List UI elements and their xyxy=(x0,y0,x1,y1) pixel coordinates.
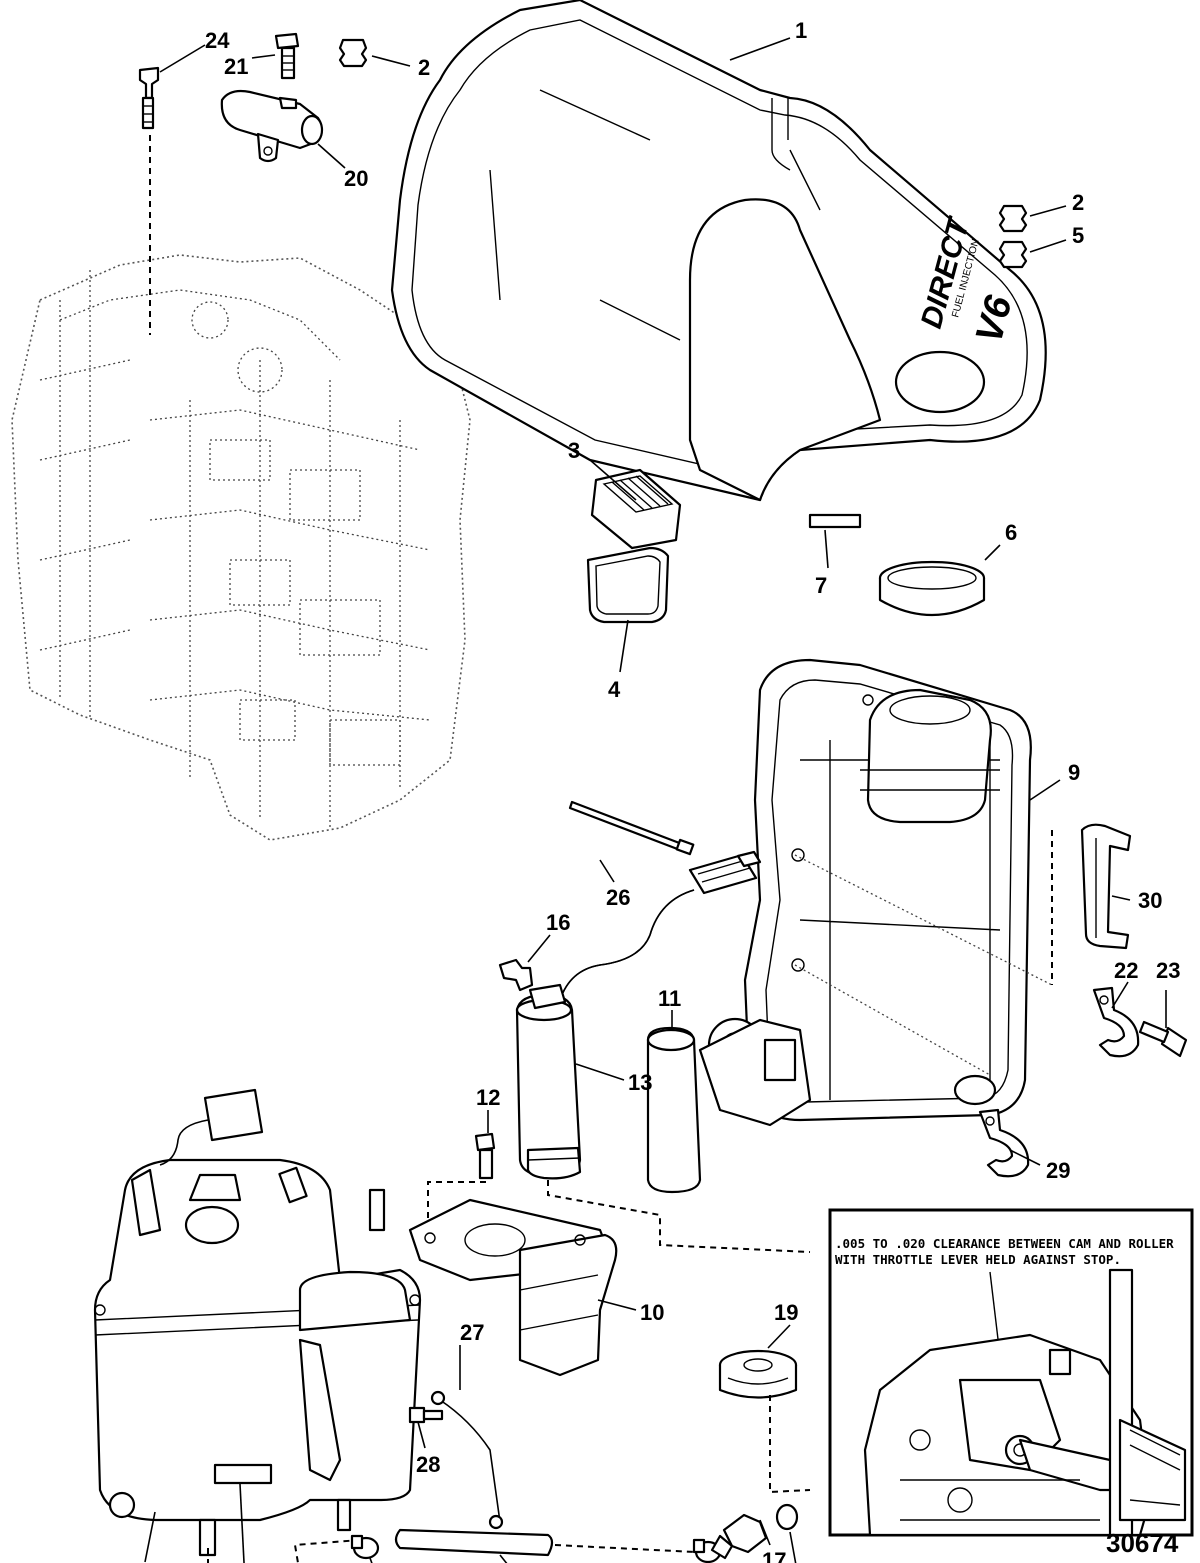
vapor-separator-8 xyxy=(93,1088,422,1557)
callout-7: 7 xyxy=(815,573,827,598)
fitting-16 xyxy=(498,958,534,992)
callout-3: 3 xyxy=(568,438,580,463)
bracket-30 xyxy=(1080,823,1132,950)
callout-30: 30 xyxy=(1138,888,1162,913)
screw-23 xyxy=(1138,1020,1188,1058)
clip-29 xyxy=(978,1108,1030,1178)
callout-20: 20 xyxy=(344,166,368,191)
clamp-14-left xyxy=(350,1534,380,1560)
throttle-inset: .005 TO .020 CLEARANCE BETWEEN CAM AND R… xyxy=(828,1208,1194,1537)
intake-dot-line-b xyxy=(794,964,991,1076)
callout-2-top: 2 xyxy=(418,55,430,80)
callout-10: 10 xyxy=(640,1300,664,1325)
grommet-5 xyxy=(998,240,1028,269)
callout-4: 4 xyxy=(608,677,621,702)
callout-labels: 1 2 2 3 4 5 6 7 8 9 10 11 12 13 14 14 15… xyxy=(205,18,1180,1563)
sensor-20 xyxy=(220,89,324,163)
callout-9: 9 xyxy=(1068,760,1080,785)
clip-22 xyxy=(1092,986,1140,1058)
ground-strap-27 xyxy=(430,1390,504,1530)
bolt-21 xyxy=(274,32,300,80)
decal-7 xyxy=(808,513,862,529)
callout-22: 22 xyxy=(1114,958,1138,983)
o-ring-18 xyxy=(775,1503,799,1531)
callout-21: 21 xyxy=(224,54,248,79)
cable-tie-26 xyxy=(568,800,695,856)
figure-id: 30674 xyxy=(1106,1528,1179,1558)
inset-note-line-2: WITH THROTTLE LEVER HELD AGAINST STOP. xyxy=(835,1252,1121,1267)
bolt-12-path xyxy=(427,1181,486,1222)
intake-manifold-9 xyxy=(698,658,1032,1127)
fuel-pump-harness xyxy=(559,850,762,1001)
seal-4 xyxy=(586,546,670,624)
grommet-2-top xyxy=(338,38,368,68)
hose-fitting-24 xyxy=(138,66,160,130)
bolt-12 xyxy=(474,1132,496,1180)
screw-28 xyxy=(408,1406,444,1424)
hose-15 xyxy=(394,1528,554,1557)
callout-24: 24 xyxy=(205,28,230,53)
fitting-17 xyxy=(710,1513,768,1560)
callout-26: 26 xyxy=(606,885,630,910)
grommet-19 xyxy=(718,1349,798,1399)
ring-6 xyxy=(878,560,986,616)
drain-hose-path xyxy=(207,1539,361,1563)
fuel-pump-13 xyxy=(515,983,582,1180)
callout-6: 6 xyxy=(1005,520,1017,545)
air-filter-3 xyxy=(590,468,682,550)
callout-18: 18 xyxy=(798,1560,822,1563)
callout-12: 12 xyxy=(476,1085,500,1110)
engine-cover-1: DIRECT FUEL INJECTION V6 xyxy=(390,0,1047,502)
intake-dot-line-a xyxy=(794,854,1053,986)
leader-lines xyxy=(144,37,1167,1563)
grommet-2-right xyxy=(998,204,1028,233)
sleeve-11 xyxy=(646,1026,702,1194)
callout-2-right: 2 xyxy=(1072,190,1084,215)
callout-28: 28 xyxy=(416,1452,440,1477)
callout-27: 27 xyxy=(460,1320,484,1345)
callout-1: 1 xyxy=(795,18,807,43)
bracket-10 xyxy=(408,1198,618,1377)
callout-23: 23 xyxy=(1156,958,1180,983)
callout-16: 16 xyxy=(546,910,570,935)
callout-13: 13 xyxy=(628,1070,652,1095)
inset-note-line-1: .005 TO .020 CLEARANCE BETWEEN CAM AND R… xyxy=(835,1236,1174,1251)
callout-11: 11 xyxy=(658,986,681,1011)
grommet-19-path xyxy=(769,1395,811,1494)
hose-15-path xyxy=(554,1544,696,1553)
callout-5: 5 xyxy=(1072,223,1084,248)
callout-29: 29 xyxy=(1046,1158,1070,1183)
callout-17: 17 xyxy=(762,1548,786,1563)
engine-block-ghost xyxy=(11,254,471,841)
callout-19: 19 xyxy=(774,1300,798,1325)
